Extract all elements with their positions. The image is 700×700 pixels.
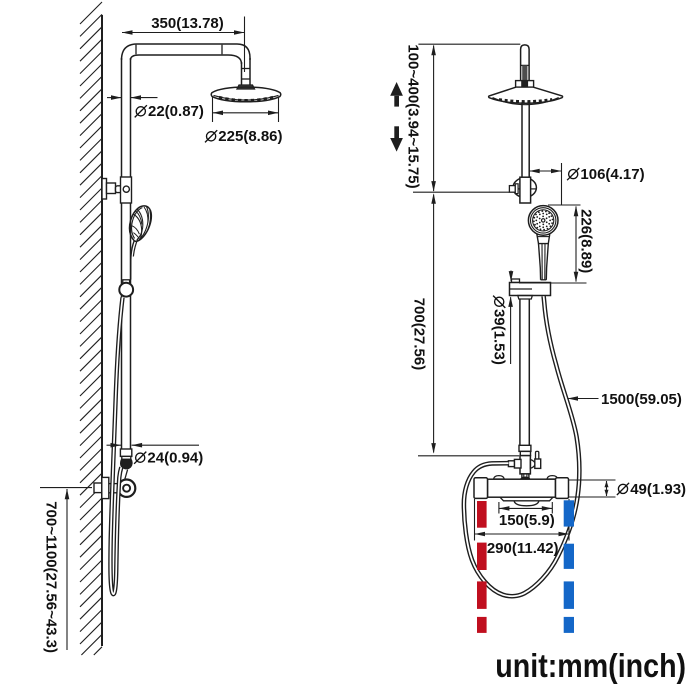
svg-text:106(4.17): 106(4.17) bbox=[580, 166, 644, 183]
svg-text:150(5.9): 150(5.9) bbox=[499, 512, 555, 529]
svg-text:350(13.78): 350(13.78) bbox=[151, 15, 224, 32]
svg-text:226(8.89): 226(8.89) bbox=[578, 209, 595, 273]
svg-text:1500(59.05): 1500(59.05) bbox=[601, 391, 682, 408]
svg-text:39(1.53): 39(1.53) bbox=[490, 309, 507, 365]
svg-text:22(0.87): 22(0.87) bbox=[148, 103, 204, 120]
svg-text:49(1.93): 49(1.93) bbox=[630, 481, 686, 498]
svg-text:24(0.94): 24(0.94) bbox=[147, 450, 203, 467]
svg-text:700~1100(27.56~43.3): 700~1100(27.56~43.3) bbox=[43, 501, 60, 653]
svg-text:225(8.86): 225(8.86) bbox=[218, 128, 282, 145]
svg-text:700(27.56): 700(27.56) bbox=[411, 298, 428, 371]
svg-text:290(11.42): 290(11.42) bbox=[487, 540, 559, 557]
svg-text:unit:mm(inch): unit:mm(inch) bbox=[495, 647, 686, 684]
svg-text:100~400(3.94~15.75): 100~400(3.94~15.75) bbox=[405, 44, 422, 188]
